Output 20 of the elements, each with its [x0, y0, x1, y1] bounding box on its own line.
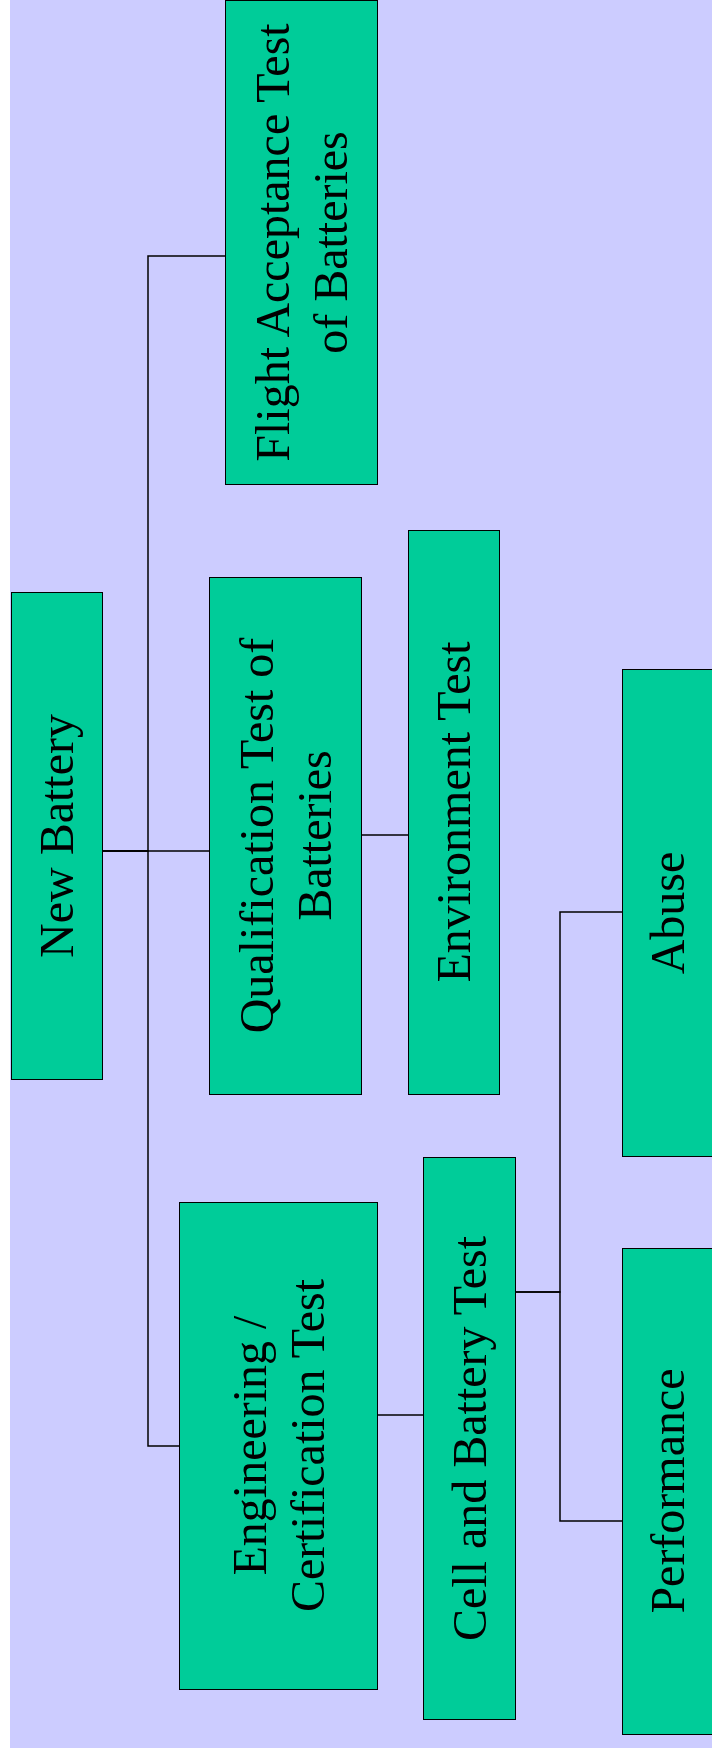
node-label: Cell and Battery Test: [441, 1234, 497, 1643]
node-label: Abuse: [639, 850, 695, 976]
process-box: [11, 592, 103, 1080]
process-box: [622, 669, 712, 1157]
process-box: [408, 530, 500, 1095]
process-box: [622, 1248, 712, 1735]
node-label: New Battery: [28, 712, 84, 960]
connector-line: [515, 1291, 623, 1522]
node-label: Qualification Test of Batteries: [228, 636, 341, 1036]
process-box: [209, 577, 362, 1095]
connector-line: [102, 850, 180, 1447]
node-label: Performance: [639, 1367, 695, 1616]
connector-line: [361, 834, 409, 836]
node-label: Flight Acceptance Test of Batteries: [244, 21, 357, 464]
process-box: [423, 1157, 516, 1720]
connector-line: [377, 1414, 424, 1416]
node-label: Environment Test: [425, 640, 481, 985]
node-label: Engineering / Certification Test: [221, 1278, 334, 1614]
process-box: [179, 1202, 378, 1690]
process-box: [225, 0, 378, 485]
